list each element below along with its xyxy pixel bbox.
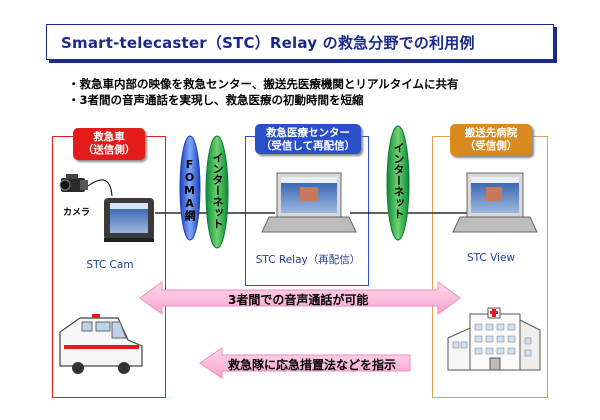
hospital-badge-line2: （受信側） bbox=[464, 140, 518, 152]
internet-label-1: インターネット bbox=[211, 152, 224, 229]
camera-label: カメラ bbox=[63, 208, 91, 218]
tablet-icon bbox=[104, 198, 154, 242]
center-badge-line2: （受信して再配信） bbox=[260, 140, 356, 152]
stc-view-label: STC View bbox=[466, 252, 516, 264]
bullet-2: ・3者間の音声通話を実現し、救急医療の初動時間を短縮 bbox=[68, 93, 364, 107]
center-badge-line1: 救急医療センター bbox=[266, 127, 350, 139]
ambulance-badge: 救急車 （送信側） bbox=[73, 128, 145, 160]
hospital-building-icon bbox=[447, 307, 541, 371]
center-badge: 救急医療センター （受信して再配信） bbox=[255, 124, 361, 154]
bullet-1: ・救急車内部の映像を救急センター、搬送先医療機関とリアルタイムに共有 bbox=[68, 77, 459, 91]
foma-label: FOMA網 bbox=[183, 158, 196, 221]
laptop-center-icon bbox=[261, 172, 357, 233]
title-box: Smart-telecaster（STC）Relay の救急分野での利用例 bbox=[46, 24, 554, 60]
hospital-badge: 搬送先病院 （受信側） bbox=[450, 124, 532, 156]
ambulance-badge-line2: （送信側） bbox=[82, 144, 136, 156]
ambulance-icon bbox=[59, 314, 143, 374]
foma-oval bbox=[179, 135, 201, 241]
page-title: Smart-telecaster（STC）Relay の救急分野での利用例 bbox=[61, 34, 475, 52]
voice-arrow-label: 3者間での音声通話が可能 bbox=[228, 293, 369, 307]
stc-cam-label: STC Cam bbox=[86, 259, 134, 271]
instruct-arrow bbox=[199, 347, 411, 379]
internet-oval-2 bbox=[386, 125, 410, 241]
instruct-arrow-label: 救急隊に応急措置法などを指示 bbox=[228, 358, 397, 372]
voice-arrow bbox=[139, 281, 461, 315]
internet-oval-1 bbox=[205, 135, 229, 249]
camera-icon bbox=[59, 174, 113, 197]
internet-label-2: インターネット bbox=[392, 142, 405, 219]
ambulance-badge-line1: 救急車 bbox=[93, 131, 125, 143]
hospital-badge-line1: 搬送先病院 bbox=[464, 127, 518, 139]
laptop-hospital-icon bbox=[452, 172, 538, 233]
stc-relay-label: STC Relay（再配信） bbox=[255, 254, 361, 266]
